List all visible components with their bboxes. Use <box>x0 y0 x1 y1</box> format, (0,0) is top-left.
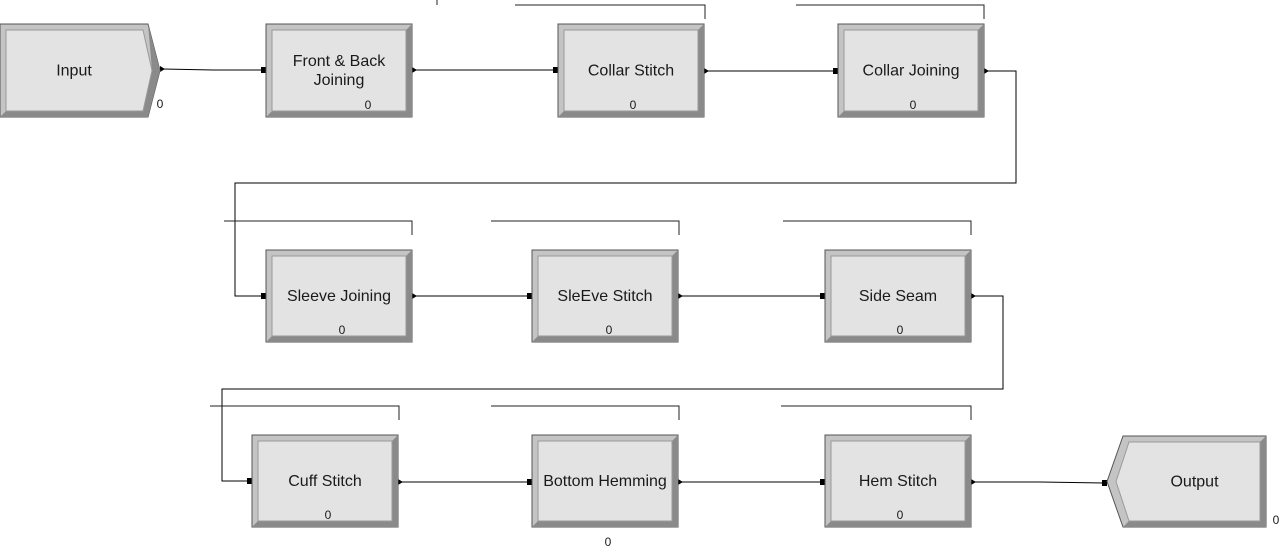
resource-bar <box>491 220 680 235</box>
module-face <box>1115 441 1261 522</box>
entity-count: 0 <box>605 535 612 549</box>
entity-count: 0 <box>897 323 904 337</box>
exit-point-marker <box>704 68 709 74</box>
entity-count: 0 <box>910 98 917 112</box>
module-label: Hem Stitch <box>859 473 937 490</box>
module-input[interactable]: Input 0 <box>0 23 164 118</box>
module-face <box>563 29 699 112</box>
entity-count: 0 <box>606 323 613 337</box>
entry-point-marker <box>527 479 532 485</box>
entry-point-marker <box>820 479 825 485</box>
module-face <box>830 440 966 522</box>
module-label: Collar Joining <box>863 63 960 80</box>
connector-input-to-front-back-joining[interactable] <box>160 66 266 73</box>
resource-bar <box>491 405 680 420</box>
entry-point-marker <box>261 293 266 299</box>
connector-side-seam-to-cuff-stitch[interactable] <box>221 293 1004 484</box>
connector-line[interactable] <box>974 481 1105 484</box>
exit-point-marker <box>412 293 417 299</box>
module-collar-joining[interactable]: Collar Joining 0 <box>796 4 985 118</box>
connector-collar-joining-to-sleeve-joining[interactable] <box>234 68 1017 299</box>
connector-front-back-joining-to-collar-stitch[interactable] <box>412 67 558 73</box>
module-label: Collar Stitch <box>588 63 674 80</box>
resource-bar <box>224 220 413 235</box>
exit-point-marker <box>678 293 683 299</box>
module-output[interactable]: Output 0 <box>1106 435 1280 528</box>
module-collar-stitch[interactable]: Collar Stitch 0 <box>515 4 706 118</box>
exit-point-marker <box>984 68 989 74</box>
resource-bar <box>210 405 400 420</box>
entry-point-marker <box>833 68 838 74</box>
exit-point-marker <box>160 66 165 72</box>
entity-count: 0 <box>325 508 332 522</box>
exit-point-marker <box>678 479 683 485</box>
module-face <box>257 440 393 522</box>
connector-bottom-hemming-to-hem-stitch[interactable] <box>678 479 825 485</box>
connector-sleeve-joining-to-sleeve-stitch[interactable] <box>412 293 532 299</box>
entity-count: 0 <box>157 97 164 111</box>
module-face <box>271 255 407 337</box>
module-sleeve-joining[interactable]: Sleeve Joining 0 <box>224 220 413 343</box>
resource-bar <box>781 405 972 420</box>
entry-point-marker <box>247 478 252 484</box>
module-label: Cuff Stitch <box>288 473 362 490</box>
connector-line[interactable] <box>162 68 263 71</box>
module-bottom-hemming[interactable]: Bottom Hemming 0 <box>491 405 680 549</box>
entry-point-marker <box>261 67 266 73</box>
entity-count: 0 <box>365 98 372 112</box>
module-face <box>843 29 979 112</box>
connector-layer <box>160 66 1107 486</box>
exit-point-marker <box>398 479 403 485</box>
entity-count: 0 <box>1273 513 1280 527</box>
exit-point-marker <box>971 293 976 299</box>
resource-bar <box>515 4 706 19</box>
module-label: Front & Back <box>293 53 386 70</box>
module-face <box>271 29 407 112</box>
module-label: SleEve Stitch <box>557 288 652 305</box>
entity-count: 0 <box>630 98 637 112</box>
entry-point-marker <box>553 67 558 73</box>
module-label: Side Seam <box>859 288 937 305</box>
connector-hem-stitch-to-output[interactable] <box>971 479 1107 486</box>
module-sleeve-stitch[interactable]: SleEve Stitch 0 <box>491 220 680 343</box>
module-label: Sleeve Joining <box>287 288 391 305</box>
module-label: Bottom Hemming <box>543 473 667 490</box>
resource-bar <box>783 220 972 235</box>
exit-point-marker <box>971 479 976 485</box>
module-label: Input <box>56 63 92 80</box>
connector-line[interactable] <box>234 70 1017 297</box>
connector-collar-stitch-to-collar-joining[interactable] <box>704 68 838 74</box>
module-face <box>830 255 966 337</box>
connector-sleeve-stitch-to-side-seam[interactable] <box>678 293 825 299</box>
module-side-seam[interactable]: Side Seam 0 <box>783 220 972 343</box>
module-face <box>537 440 673 522</box>
resource-bar <box>796 4 985 19</box>
module-face <box>537 255 673 337</box>
entity-count: 0 <box>339 323 346 337</box>
entry-point-marker <box>527 293 532 299</box>
entry-point-marker <box>1102 480 1107 486</box>
connector-line[interactable] <box>221 295 1004 482</box>
entity-count: 0 <box>897 508 904 522</box>
connector-cuff-stitch-to-bottom-hemming[interactable] <box>398 479 532 485</box>
exit-point-marker <box>412 67 417 73</box>
module-cuff-stitch[interactable]: Cuff Stitch 0 <box>210 405 400 528</box>
module-hem-stitch[interactable]: Hem Stitch 0 <box>781 405 972 528</box>
module-label: Joining <box>314 72 365 89</box>
module-label: Output <box>1170 474 1219 491</box>
entry-point-marker <box>820 293 825 299</box>
module-face <box>5 29 153 112</box>
